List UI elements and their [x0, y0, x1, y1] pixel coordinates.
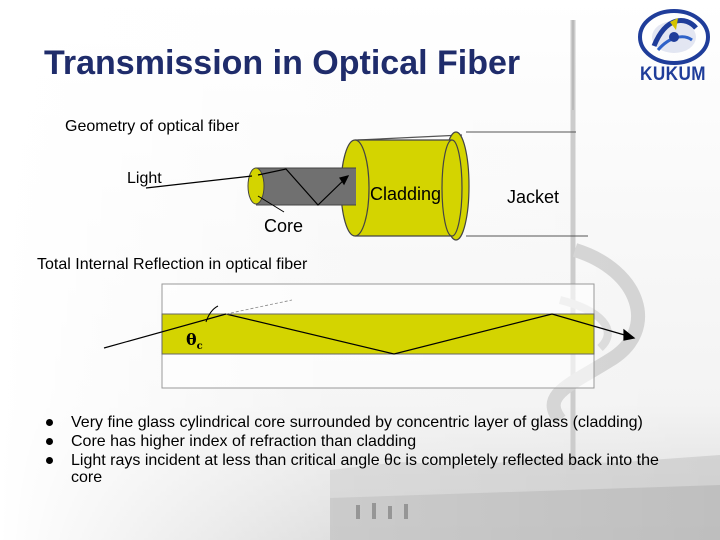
light-ray [145, 168, 350, 206]
tir-label: Total Internal Reflection in optical fib… [37, 256, 308, 273]
cladding-label: Cladding [370, 184, 442, 204]
jacket-label: Jacket [507, 187, 560, 207]
reflected-ray [103, 313, 636, 355]
bullet-list: Very fine glass cylindrical core surroun… [46, 414, 686, 488]
bullet-dot-icon [46, 457, 53, 464]
light-label: Light [127, 170, 162, 187]
slide-title: Transmission in Optical Fiber [44, 44, 521, 82]
geometry-label: Geometry of optical fiber [65, 118, 240, 135]
angle-arc [205, 305, 219, 323]
bullet-dot-icon [46, 438, 53, 445]
tir-diagram [103, 283, 636, 389]
bullet-item: Core has higher index of refraction than… [46, 433, 686, 450]
critical-angle-label: θc [186, 330, 203, 353]
kukum-logo-emblem [638, 9, 710, 65]
core-leader-line [257, 195, 285, 213]
bullet-dot-icon [46, 419, 53, 426]
core-cylinder [247, 167, 356, 206]
bullet-item: Light rays incident at less than critica… [46, 452, 686, 486]
bullet-item: Very fine glass cylindrical core surroun… [46, 414, 686, 431]
fiber-geometry-diagram [145, 131, 588, 241]
dashed-line [225, 299, 293, 315]
core-label: Core [264, 216, 304, 236]
kukum-logo-text: KUKUM [640, 64, 706, 85]
fiber-core-band [161, 313, 595, 355]
